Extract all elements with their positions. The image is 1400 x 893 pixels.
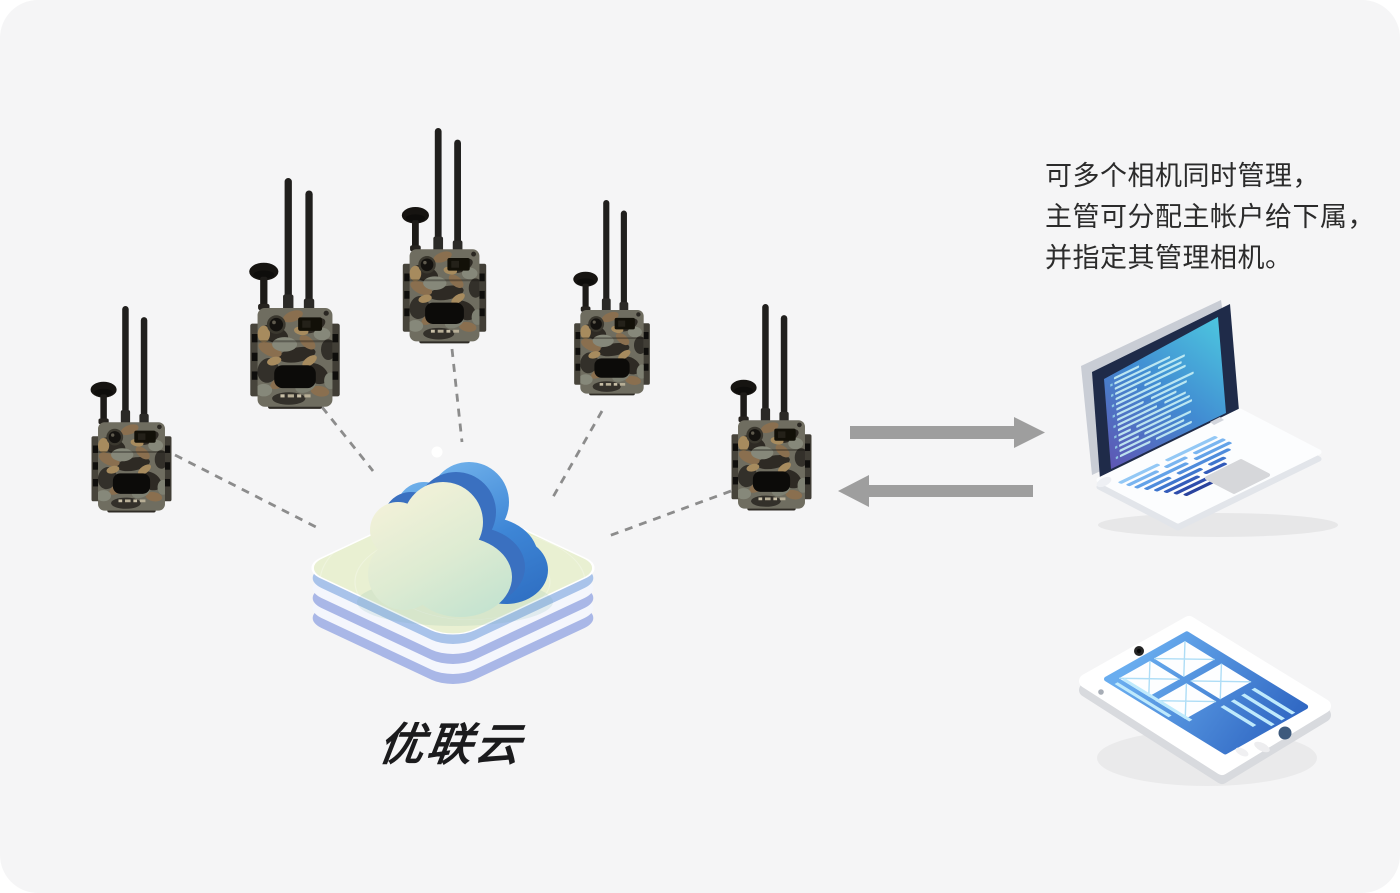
tablet-text-lines [1114, 678, 1296, 727]
laptop-trackpad [1205, 459, 1270, 494]
tablet-icon [1086, 623, 1324, 786]
annotation-text: 可多个相机同时管理， 主管可分配主帐户给下属， 并指定其管理相机。 [1045, 156, 1375, 279]
dashed-link-4 [551, 410, 604, 498]
screen-code-lines [1110, 354, 1194, 460]
laptop-keyboard-lines [1118, 436, 1232, 496]
dashed-link-5 [605, 489, 732, 539]
trail-camera-4 [573, 200, 650, 395]
cloud-platform-icon [311, 446, 606, 684]
tablet-screen [1104, 631, 1309, 755]
trail-camera-3 [402, 128, 486, 343]
laptop-screen [1104, 317, 1226, 469]
trail-camera-1 [91, 306, 172, 512]
arrow-right-icon [850, 417, 1045, 448]
sync-arrows-icon [838, 417, 1045, 507]
laptop-icon [1081, 300, 1338, 537]
dashed-link-3 [450, 348, 464, 443]
tablet-app-tiles [1112, 641, 1299, 752]
trail-camera-5 [731, 304, 812, 510]
cloud-3d [368, 446, 548, 617]
annotation-line-1: 可多个相机同时管理， [1045, 161, 1320, 191]
annotation-line-3: 并指定其管理相机。 [1045, 243, 1293, 273]
annotation-line-2: 主管可分配主帐户给下属， [1045, 202, 1375, 232]
dashed-link-1 [174, 453, 317, 529]
camera-cloud-links [174, 348, 732, 539]
trail-camera-2 [249, 178, 339, 409]
tablet-home-button [1278, 726, 1292, 740]
dashed-link-2 [320, 406, 375, 472]
laptop-deck [1096, 408, 1322, 524]
cloud-dot [431, 446, 443, 458]
cloud-platform-label: 优联云 [375, 719, 528, 770]
arrow-left-icon [838, 475, 1033, 507]
